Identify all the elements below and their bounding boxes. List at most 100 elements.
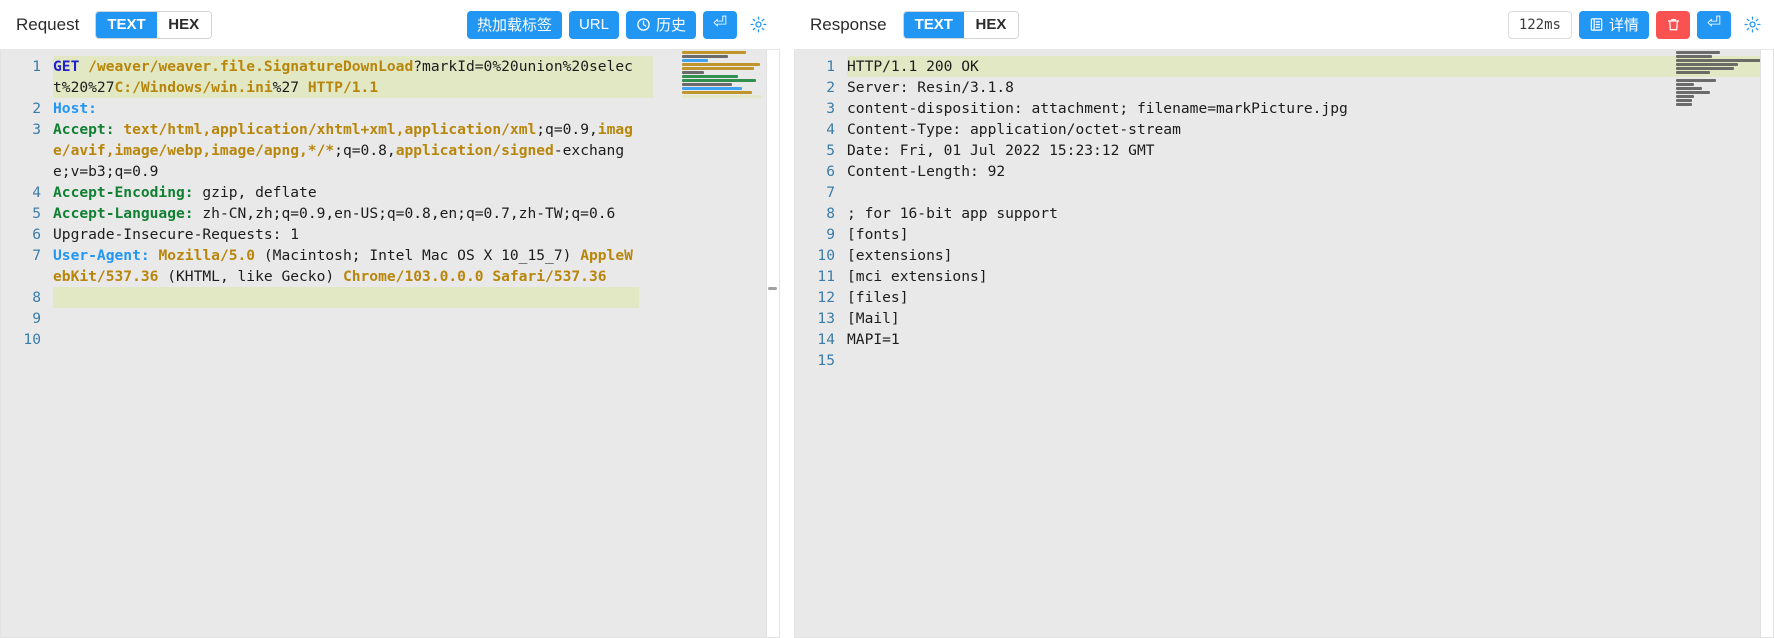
- line-content: [847, 182, 1773, 203]
- line-content: Accept-Language: zh-CN,zh;q=0.9,en-US;q=…: [53, 205, 616, 222]
- line-number: 1: [826, 58, 835, 75]
- code-line: 6 Content-Length: 92: [795, 161, 1773, 182]
- line-content: HTTP/1.1 200 OK: [847, 56, 1773, 77]
- code-line: 5 Date: Fri, 01 Jul 2022 15:23:12 GMT: [795, 140, 1773, 161]
- response-send-button[interactable]: ⏎: [1697, 10, 1731, 39]
- line-number: 3: [826, 100, 835, 117]
- response-editor[interactable]: 1 HTTP/1.1 200 OK 2 Server: Resin/3.1.8 …: [794, 50, 1774, 638]
- request-tab-hex[interactable]: HEX: [156, 11, 211, 38]
- response-format-tabs[interactable]: TEXT HEX: [902, 10, 1019, 39]
- request-toolbar: Request TEXT HEX 热加载标签 URL 历史 ⏎: [0, 0, 780, 50]
- line-content: GET /weaver/weaver.file.SignatureDownLoa…: [53, 56, 653, 98]
- request-format-tabs[interactable]: TEXT HEX: [95, 10, 212, 39]
- header-name-host: Host:: [53, 100, 97, 117]
- line-number: 8: [826, 205, 835, 222]
- history-button[interactable]: 历史: [625, 10, 696, 39]
- code-line: 8: [1, 287, 779, 308]
- code-line: 6 Upgrade-Insecure-Requests: 1: [1, 224, 779, 245]
- code-line: 12 [files]: [795, 287, 1773, 308]
- panel-divider[interactable]: [780, 0, 794, 638]
- line-content: Accept-Encoding: gzip, deflate: [53, 184, 317, 201]
- line-number: 12: [817, 289, 835, 306]
- line-number: 4: [826, 121, 835, 138]
- code-line: 14 MAPI=1: [795, 329, 1773, 350]
- line-content: Content-Type: application/octet-stream: [847, 121, 1181, 138]
- line-number: 5: [32, 205, 41, 222]
- code-line: 8 ; for 16-bit app support: [795, 203, 1773, 224]
- request-code-area[interactable]: 1 GET /weaver/weaver.file.SignatureDownL…: [1, 50, 779, 637]
- code-line: 15: [795, 350, 1773, 371]
- line-content: Server: Resin/3.1.8: [847, 79, 1014, 96]
- code-line: 2 Server: Resin/3.1.8: [795, 77, 1773, 98]
- line-number: 7: [32, 247, 41, 264]
- empty-highlighted-line: [53, 287, 639, 308]
- request-send-button[interactable]: ⏎: [703, 10, 737, 39]
- line-content: Date: Fri, 01 Jul 2022 15:23:12 GMT: [847, 142, 1155, 159]
- header-name-accept: Accept:: [53, 121, 115, 138]
- response-panel: Response TEXT HEX 122ms 详情: [794, 0, 1774, 638]
- http-version: HTTP/1.1: [307, 79, 379, 96]
- line-content: [847, 350, 1773, 371]
- line-number: 15: [817, 352, 835, 369]
- request-scrollbar-thumb[interactable]: [768, 287, 777, 290]
- response-tab-hex[interactable]: HEX: [963, 11, 1018, 38]
- detail-button[interactable]: 详情: [1578, 10, 1649, 39]
- line-number: 7: [826, 184, 835, 201]
- line-number: 9: [826, 226, 835, 243]
- line-content: Upgrade-Insecure-Requests: 1: [53, 226, 300, 243]
- enter-arrow-icon: ⏎: [712, 13, 728, 33]
- line-number: 2: [32, 100, 41, 117]
- line-content: [Mail]: [847, 310, 900, 327]
- code-line: 11 [mci extensions]: [795, 266, 1773, 287]
- code-line: 4 Accept-Encoding: gzip, deflate: [1, 182, 779, 203]
- delete-button[interactable]: [1656, 10, 1690, 39]
- code-line: 2 Host:: [1, 98, 779, 119]
- request-scrollbar[interactable]: [766, 50, 779, 637]
- code-line: 9: [1, 308, 779, 329]
- code-line: 3 content-disposition: attachment; filen…: [795, 98, 1773, 119]
- line-content: Content-Length: 92: [847, 163, 1006, 180]
- header-name-accept-language: Accept-Language:: [53, 205, 194, 222]
- line-content: [extensions]: [847, 247, 953, 264]
- line-content: Host:: [53, 98, 653, 119]
- line-number: 11: [817, 268, 835, 285]
- line-content: content-disposition: attachment; filenam…: [847, 100, 1348, 117]
- response-toolbar: Response TEXT HEX 122ms 详情: [794, 0, 1774, 50]
- request-panel: Request TEXT HEX 热加载标签 URL 历史 ⏎: [0, 0, 780, 638]
- line-number: 5: [826, 142, 835, 159]
- request-editor[interactable]: 1 GET /weaver/weaver.file.SignatureDownL…: [0, 50, 780, 638]
- line-number: 2: [826, 79, 835, 96]
- code-line: 1 GET /weaver/weaver.file.SignatureDownL…: [1, 56, 779, 98]
- response-tab-text[interactable]: TEXT: [903, 11, 964, 38]
- code-line: 10: [1, 329, 779, 350]
- response-title: Response: [810, 14, 887, 34]
- line-content: [53, 308, 653, 329]
- enter-arrow-icon: ⏎: [1706, 13, 1722, 33]
- line-number: 6: [32, 226, 41, 243]
- code-line: 13 [Mail]: [795, 308, 1773, 329]
- response-code-area[interactable]: 1 HTTP/1.1 200 OK 2 Server: Resin/3.1.8 …: [795, 50, 1773, 637]
- line-number: 8: [32, 289, 41, 306]
- header-name-user-agent: User-Agent:: [53, 247, 150, 264]
- code-line: 4 Content-Type: application/octet-stream: [795, 119, 1773, 140]
- gear-icon[interactable]: [1740, 13, 1764, 37]
- line-number: 10: [23, 331, 41, 348]
- code-line: 9 [fonts]: [795, 224, 1773, 245]
- gear-icon[interactable]: [746, 13, 770, 37]
- request-tab-text[interactable]: TEXT: [96, 11, 157, 38]
- line-number: 9: [32, 310, 41, 327]
- request-title: Request: [16, 14, 80, 34]
- clock-icon: [636, 17, 651, 32]
- code-line: 10 [extensions]: [795, 245, 1773, 266]
- url-button[interactable]: URL: [568, 10, 619, 39]
- trash-icon: [1666, 17, 1681, 33]
- line-content: [fonts]: [847, 226, 909, 243]
- hot-reload-tag-button[interactable]: 热加载标签: [466, 10, 562, 39]
- line-content: [files]: [847, 289, 909, 306]
- line-number: 14: [817, 331, 835, 348]
- line-content: [mci extensions]: [847, 268, 988, 285]
- code-line: 7: [795, 182, 1773, 203]
- code-line: 3 Accept: text/html,application/xhtml+xm…: [1, 119, 779, 182]
- response-scrollbar[interactable]: [1760, 50, 1773, 637]
- line-number: 10: [817, 247, 835, 264]
